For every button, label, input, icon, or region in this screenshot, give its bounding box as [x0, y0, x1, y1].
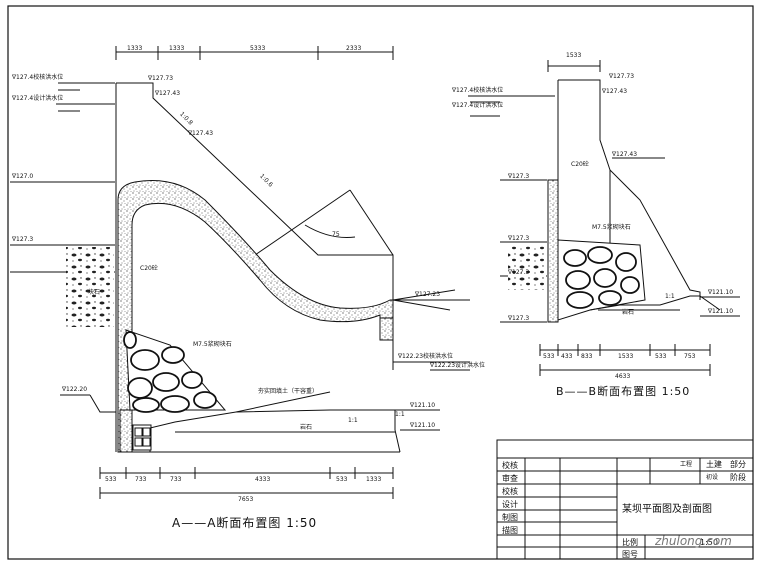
a-slope4: 1:1 — [395, 411, 405, 418]
tb-row-3: 校核 — [502, 487, 518, 496]
b-dim-bot-5: 533 — [655, 353, 667, 360]
a-angle: 75 — [332, 231, 340, 238]
b-dim-total: 4633 — [615, 373, 631, 380]
soil-b — [508, 246, 546, 290]
section-b — [468, 60, 740, 376]
b-left-mid: ∇127.3 — [508, 173, 530, 180]
tb-dept1: 工程 — [680, 461, 693, 468]
tb-row-4: 设计 — [502, 500, 518, 509]
tb-dept2: 土建 — [706, 460, 722, 469]
tb-row-6: 描图 — [502, 526, 518, 535]
a-right-flood: ∇122.23校核洪水位 — [398, 353, 454, 360]
b-dim-top: 1533 — [566, 52, 582, 59]
a-soil-left: 块石 — [88, 289, 101, 296]
a-left-lower: ∇127.3 — [12, 236, 34, 243]
a-left-mid: ∇127.0 — [12, 173, 34, 180]
b-crest2: ∇127.43 — [602, 88, 628, 95]
a-right-design: ∇122.23设计洪水位 — [430, 362, 486, 369]
b-right-low2: ∇121.10 — [708, 308, 734, 315]
a-dim-top-3: 5333 — [250, 45, 266, 52]
b-bedrock: 岩石 — [622, 309, 635, 316]
a-backfill: 夯实回填土（干容重） — [258, 388, 319, 395]
tb-watermark: zhulong.com — [655, 534, 732, 548]
section-b-title: B——B断面布置图 1:50 — [556, 385, 691, 398]
b-dim-bot-3: 833 — [581, 353, 593, 360]
b-dim-bot-2: 433 — [561, 353, 573, 360]
section-a-title: A——A断面布置图 1:50 — [172, 516, 318, 530]
b-dim-bot-6: 753 — [684, 353, 696, 360]
tb-number-label: 图号 — [622, 550, 638, 559]
a-dim-bot-6: 1333 — [366, 476, 382, 483]
a-dim-total: 7653 — [238, 496, 254, 503]
a-crest-elev2: ∇127.43 — [155, 90, 181, 97]
a-left-design: ∇127.4设计洪水位 — [12, 95, 64, 102]
a-left-bottom: ∇122.20 — [62, 386, 88, 393]
masonry-stones-a — [123, 331, 217, 413]
b-right-mid: ∇127.43 — [612, 151, 638, 158]
tb-dept3: 部分 — [730, 460, 746, 469]
a-concrete: C20砼 — [140, 265, 158, 272]
masonry-stones-b — [563, 246, 640, 309]
b-masonry: M7.5浆砌块石 — [592, 224, 631, 231]
a-bedrock: 岩石 — [300, 424, 313, 431]
a-dim-bot-1: 533 — [105, 476, 117, 483]
a-right-bed2: ∇121.10 — [410, 422, 436, 429]
a-dim-bot-2: 733 — [135, 476, 147, 483]
a-right-tail: ∇127.23 — [415, 291, 441, 298]
tb-stage2: 阶段 — [730, 473, 746, 482]
a-crest-elev: ∇127.73 — [148, 75, 174, 82]
a-right-bed1: ∇121.10 — [410, 402, 436, 409]
a-slope3: 1:1 — [348, 417, 358, 424]
a-slope-elev: ∇127.43 — [188, 130, 214, 137]
a-dim-bot-3: 733 — [170, 476, 182, 483]
tb-drawing-title: 某坝平面图及剖面图 — [622, 504, 712, 515]
b-left-flood: ∇127.4校核洪水位 — [452, 87, 504, 94]
a-dim-top-2: 1333 — [169, 45, 185, 52]
b-left-mid2: ∇127.3 — [508, 235, 530, 242]
b-left-design: ∇127.4设计洪水位 — [452, 102, 504, 109]
b-slope: 1:1 — [665, 293, 675, 300]
tb-stage: 初设 — [706, 474, 719, 481]
a-dim-bot-4: 4333 — [255, 476, 271, 483]
a-masonry: M7.5浆砌块石 — [193, 341, 232, 348]
b-left-bottom: ∇127.3 — [508, 315, 530, 322]
a-left-flood: ∇127.4校核洪水位 — [12, 74, 64, 81]
title-block-frame — [496, 439, 754, 560]
a-dim-bot-5: 533 — [336, 476, 348, 483]
tb-row-2: 审查 — [502, 474, 518, 483]
soil-a — [66, 247, 114, 327]
tb-row-5: 制图 — [502, 513, 518, 522]
a-dim-top-4: 2333 — [346, 45, 362, 52]
b-right-low1: ∇121.10 — [708, 289, 734, 296]
sheet-border — [7, 5, 754, 560]
b-crest: ∇127.73 — [609, 73, 635, 80]
b-concrete: C20砼 — [571, 161, 589, 168]
tb-scale-value: 1:50 — [700, 538, 718, 547]
b-dim-bot-4: 1533 — [618, 353, 634, 360]
tb-scale-label: 比例 — [622, 538, 638, 547]
a-dim-top-1: 1333 — [127, 45, 143, 52]
b-left-lower: ∇127.3 — [508, 269, 530, 276]
b-dim-bot-1: 533 — [543, 353, 555, 360]
tb-row-1: 校核 — [502, 461, 518, 470]
